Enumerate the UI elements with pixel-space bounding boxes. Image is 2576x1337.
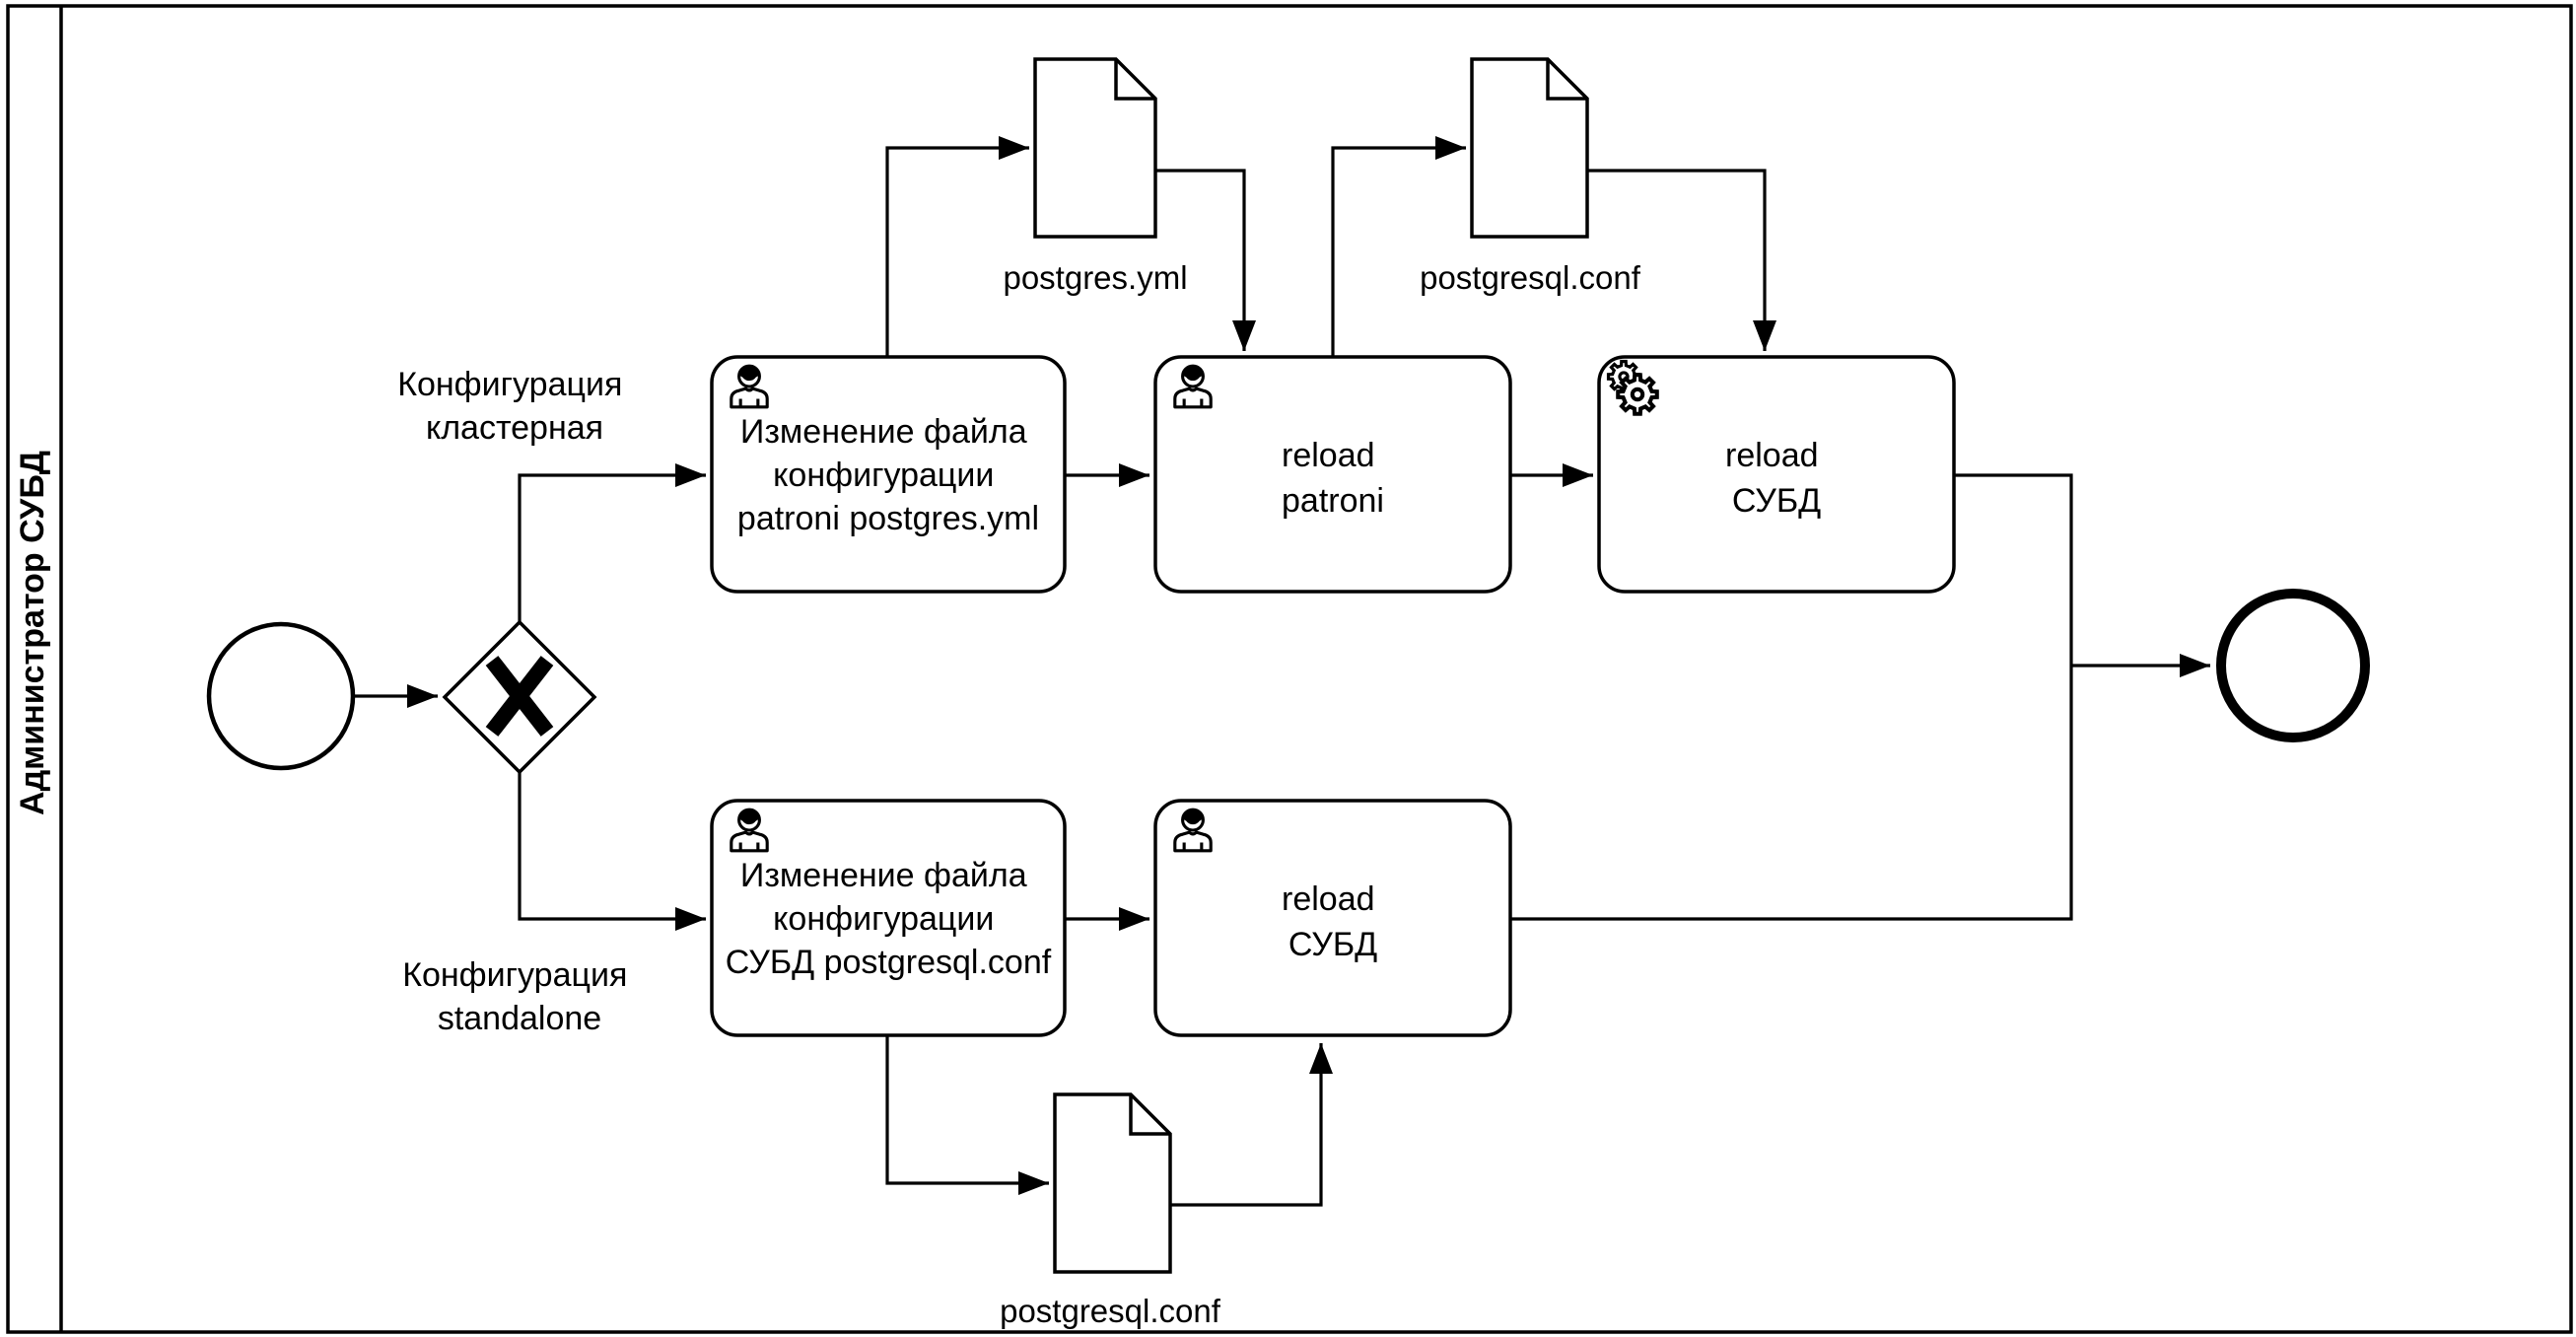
task-label: reload patroni [1282, 437, 1384, 520]
task-edit-patroni-config: Изменение файла конфигурации patroni pos… [710, 355, 1067, 594]
document-fold [1114, 59, 1155, 101]
task-box [1153, 355, 1512, 594]
sequence-flow-gateway-to-edit-dbms [518, 773, 706, 931]
xor-gateway [442, 619, 597, 775]
sequence-flows [355, 463, 2210, 931]
data-flow-reload-patroni-to-postgresql-conf [1331, 136, 1466, 357]
sequence-flow-reload-dbms-to-merge [1954, 473, 2073, 666]
task-reload-dbms-standalone: reload СУБД [1153, 799, 1512, 1037]
flow-label-standalone: Конфигурация standalone [402, 956, 637, 1037]
task-label: reload СУБД [1725, 437, 1828, 520]
document-icon [1053, 1092, 1172, 1274]
data-flow-edit-patroni-to-postgres-yml [885, 136, 1029, 357]
task-reload-dbms-cluster: reload СУБД [1597, 355, 1956, 594]
document-icon [1033, 57, 1157, 239]
task-label: Изменение файла конфигурации patroni pos… [737, 413, 1039, 537]
task-edit-dbms-config: Изменение файла конфигурации СУБД postgr… [710, 799, 1067, 1037]
document-fold [1129, 1094, 1170, 1136]
data-object-label: postgresql.conf [1420, 259, 1641, 296]
task-reload-patroni: reload patroni [1153, 355, 1512, 594]
data-flow-postgres-yml-to-reload-patroni [1155, 169, 1256, 351]
data-object-postgresql-conf-top: postgresql.conf [1420, 57, 1641, 296]
x-marker-icon [485, 656, 554, 737]
task-box [1153, 799, 1512, 1037]
task-box [710, 355, 1067, 594]
data-object-postgresql-conf-bottom: postgresql.conf [1000, 1092, 1221, 1329]
document-fold [1546, 59, 1587, 101]
flow-label-cluster: Конфигурация кластерная [397, 366, 632, 447]
task-box [1597, 355, 1956, 594]
start-event [206, 621, 356, 771]
data-flow-edit-dbms-to-postgresql-conf-bottom [885, 1035, 1049, 1195]
pool-border [6, 4, 2573, 1334]
end-event [2216, 589, 2370, 742]
data-object-label: postgres.yml [1003, 259, 1187, 296]
data-object-postgres-yml: postgres.yml [1003, 57, 1188, 296]
data-object-label: postgresql.conf [1000, 1293, 1221, 1329]
task-label: Изменение файла конфигурации СУБД postgr… [726, 857, 1052, 981]
sequence-flow-reload-dbms-standalone-to-merge [1510, 666, 2073, 921]
lane-title: Администратор СУБД [14, 451, 51, 815]
task-label: reload СУБД [1282, 880, 1384, 963]
data-flows [885, 136, 1776, 1207]
document-icon [1470, 57, 1589, 239]
data-flow-postgresql-conf-to-reload-dbms [1587, 169, 1776, 351]
task-box [710, 799, 1067, 1037]
data-flow-postgresql-conf-bottom-to-reload-dbms-standalone [1170, 1043, 1333, 1207]
sequence-flow-gateway-to-edit-patroni [518, 463, 706, 621]
